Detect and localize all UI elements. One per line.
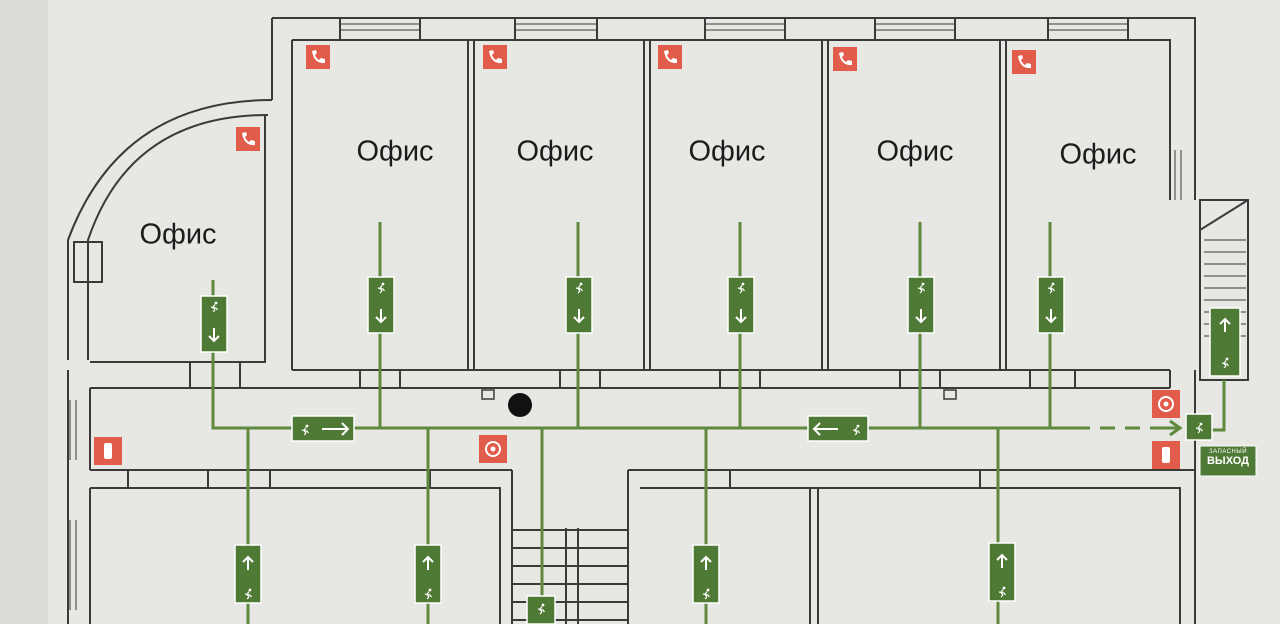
wall-fixture: [943, 389, 957, 400]
exit-sign-icon: [692, 544, 720, 604]
exit-sign-icon: [414, 544, 442, 604]
fire-alarm-icon: [479, 435, 507, 463]
column: [73, 241, 103, 283]
exit-sign-icon: [234, 544, 262, 604]
phone-icon: [833, 47, 857, 71]
room-label-office: Офис: [688, 135, 766, 168]
wall-fixture: [481, 389, 495, 400]
exit-sign-icon: [565, 276, 593, 334]
exit-sign-icon: [907, 276, 935, 334]
fire-extinguisher-icon: [1152, 441, 1180, 469]
exit-sign-icon: [988, 542, 1016, 602]
emergency-exit-line1: ЗАПАСНЫЙ: [1208, 449, 1248, 455]
phone-icon: [236, 127, 260, 151]
exit-sign-icon: [200, 295, 228, 353]
exit-sign-icon: [807, 415, 869, 442]
emergency-exit-line2: ВЫХОД: [1206, 455, 1249, 467]
exit-sign-icon: [367, 276, 395, 334]
phone-icon: [1012, 50, 1036, 74]
stair-treads: [69, 23, 1246, 610]
walls: [67, 17, 1249, 624]
room-label-office: Офис: [1059, 138, 1137, 171]
room-label-office: Офис: [356, 135, 434, 168]
phone-icon: [658, 45, 682, 69]
room-label-office: Офис: [876, 135, 954, 168]
exit-sign-icon: [1185, 413, 1213, 441]
phone-icon: [306, 45, 330, 69]
you-are-here-marker: [508, 393, 532, 417]
exit-sign-icon: [291, 415, 355, 442]
exit-sign-icon: [727, 276, 755, 334]
phone-icon: [483, 45, 507, 69]
fire-alarm-icon: [1152, 390, 1180, 418]
emergency-exit-sign: [1199, 445, 1257, 477]
fire-extinguisher-icon: [94, 437, 122, 465]
exit-sign-icon: [526, 595, 556, 624]
exit-sign-icon: [1037, 276, 1065, 334]
room-label-office: Офис: [516, 135, 594, 168]
emergency-exit-label: ЗАПАСНЫЙ ВЫХОД: [1202, 449, 1254, 467]
exit-sign-icon: [1209, 307, 1241, 377]
room-label-office: Офис: [139, 218, 217, 251]
